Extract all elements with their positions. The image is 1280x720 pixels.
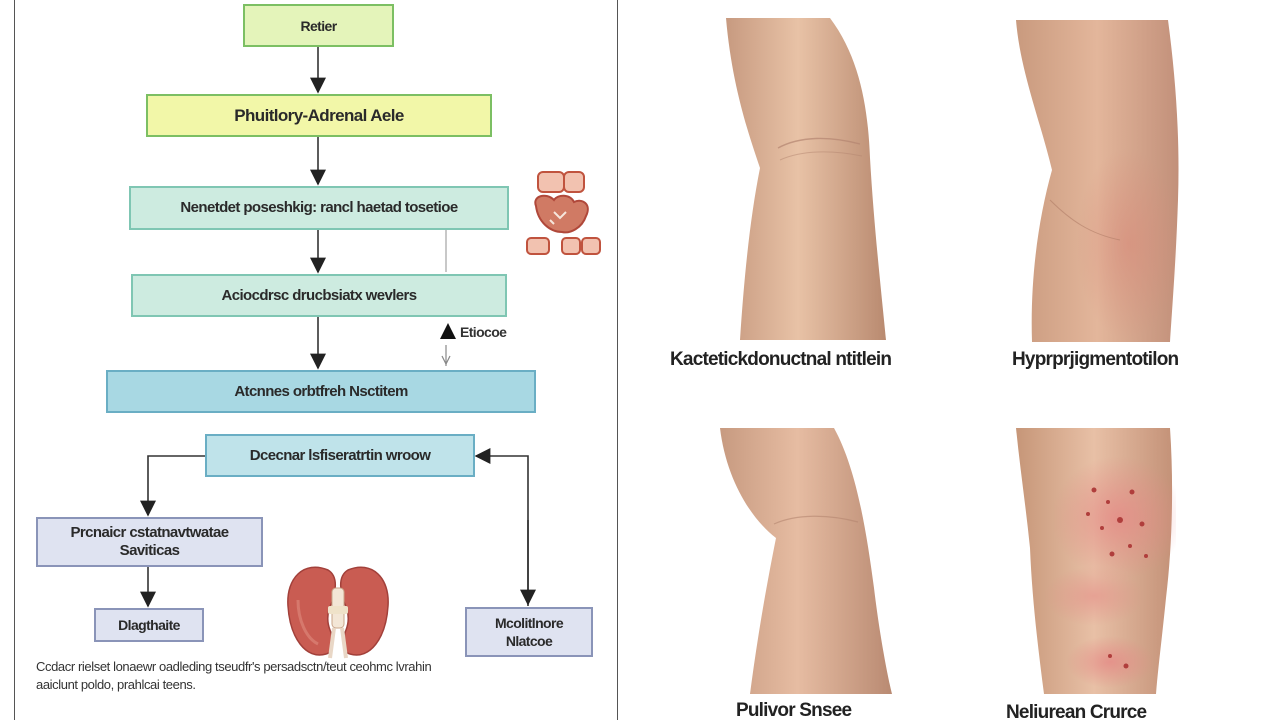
caption-2: Hyprprjigmentotilon [1012,349,1179,370]
caption-1: Kactetickdonuctnal ntitlein [670,349,892,370]
arm-figure-2 [1016,20,1180,342]
pituitary-pictogram [526,171,601,255]
kidneys-illustration [287,566,389,659]
arm-figure-4 [1016,428,1176,694]
flow-box-4: Aciocdrsc drucbsiatx wevlers [131,274,507,317]
side-label: Etiocoe [460,324,507,340]
arm-figure-1 [726,18,886,340]
flow-box-top: Retier [243,4,394,47]
flow-box-3: Nenetdet poseshkig: rancl haetad tosetio… [129,186,509,230]
flow-box-9: Mcolitlnore Nlatcoe [465,607,593,657]
flow-box-7: Prcnaicr cstatnavtwatae Saviticas [36,517,263,567]
flow-box-6: Dcecnar lsfiseratrtin wroow [205,434,475,477]
flow-box-pituitary-adrenal: Phuitlory-Adrenal Aele [146,94,492,137]
caption-4: Neliurean Crurce [1006,702,1147,720]
footnote: Ccdacr rielset lonaewr oadleding tseudfr… [36,659,432,692]
caption-3: Pulivor Snsee [736,700,852,720]
flow-box-5: Atcnnes orbtfreh Nsctitem [106,370,536,413]
flow-box-8: Dlagthaite [94,608,204,642]
arm-figure-3 [720,428,892,694]
